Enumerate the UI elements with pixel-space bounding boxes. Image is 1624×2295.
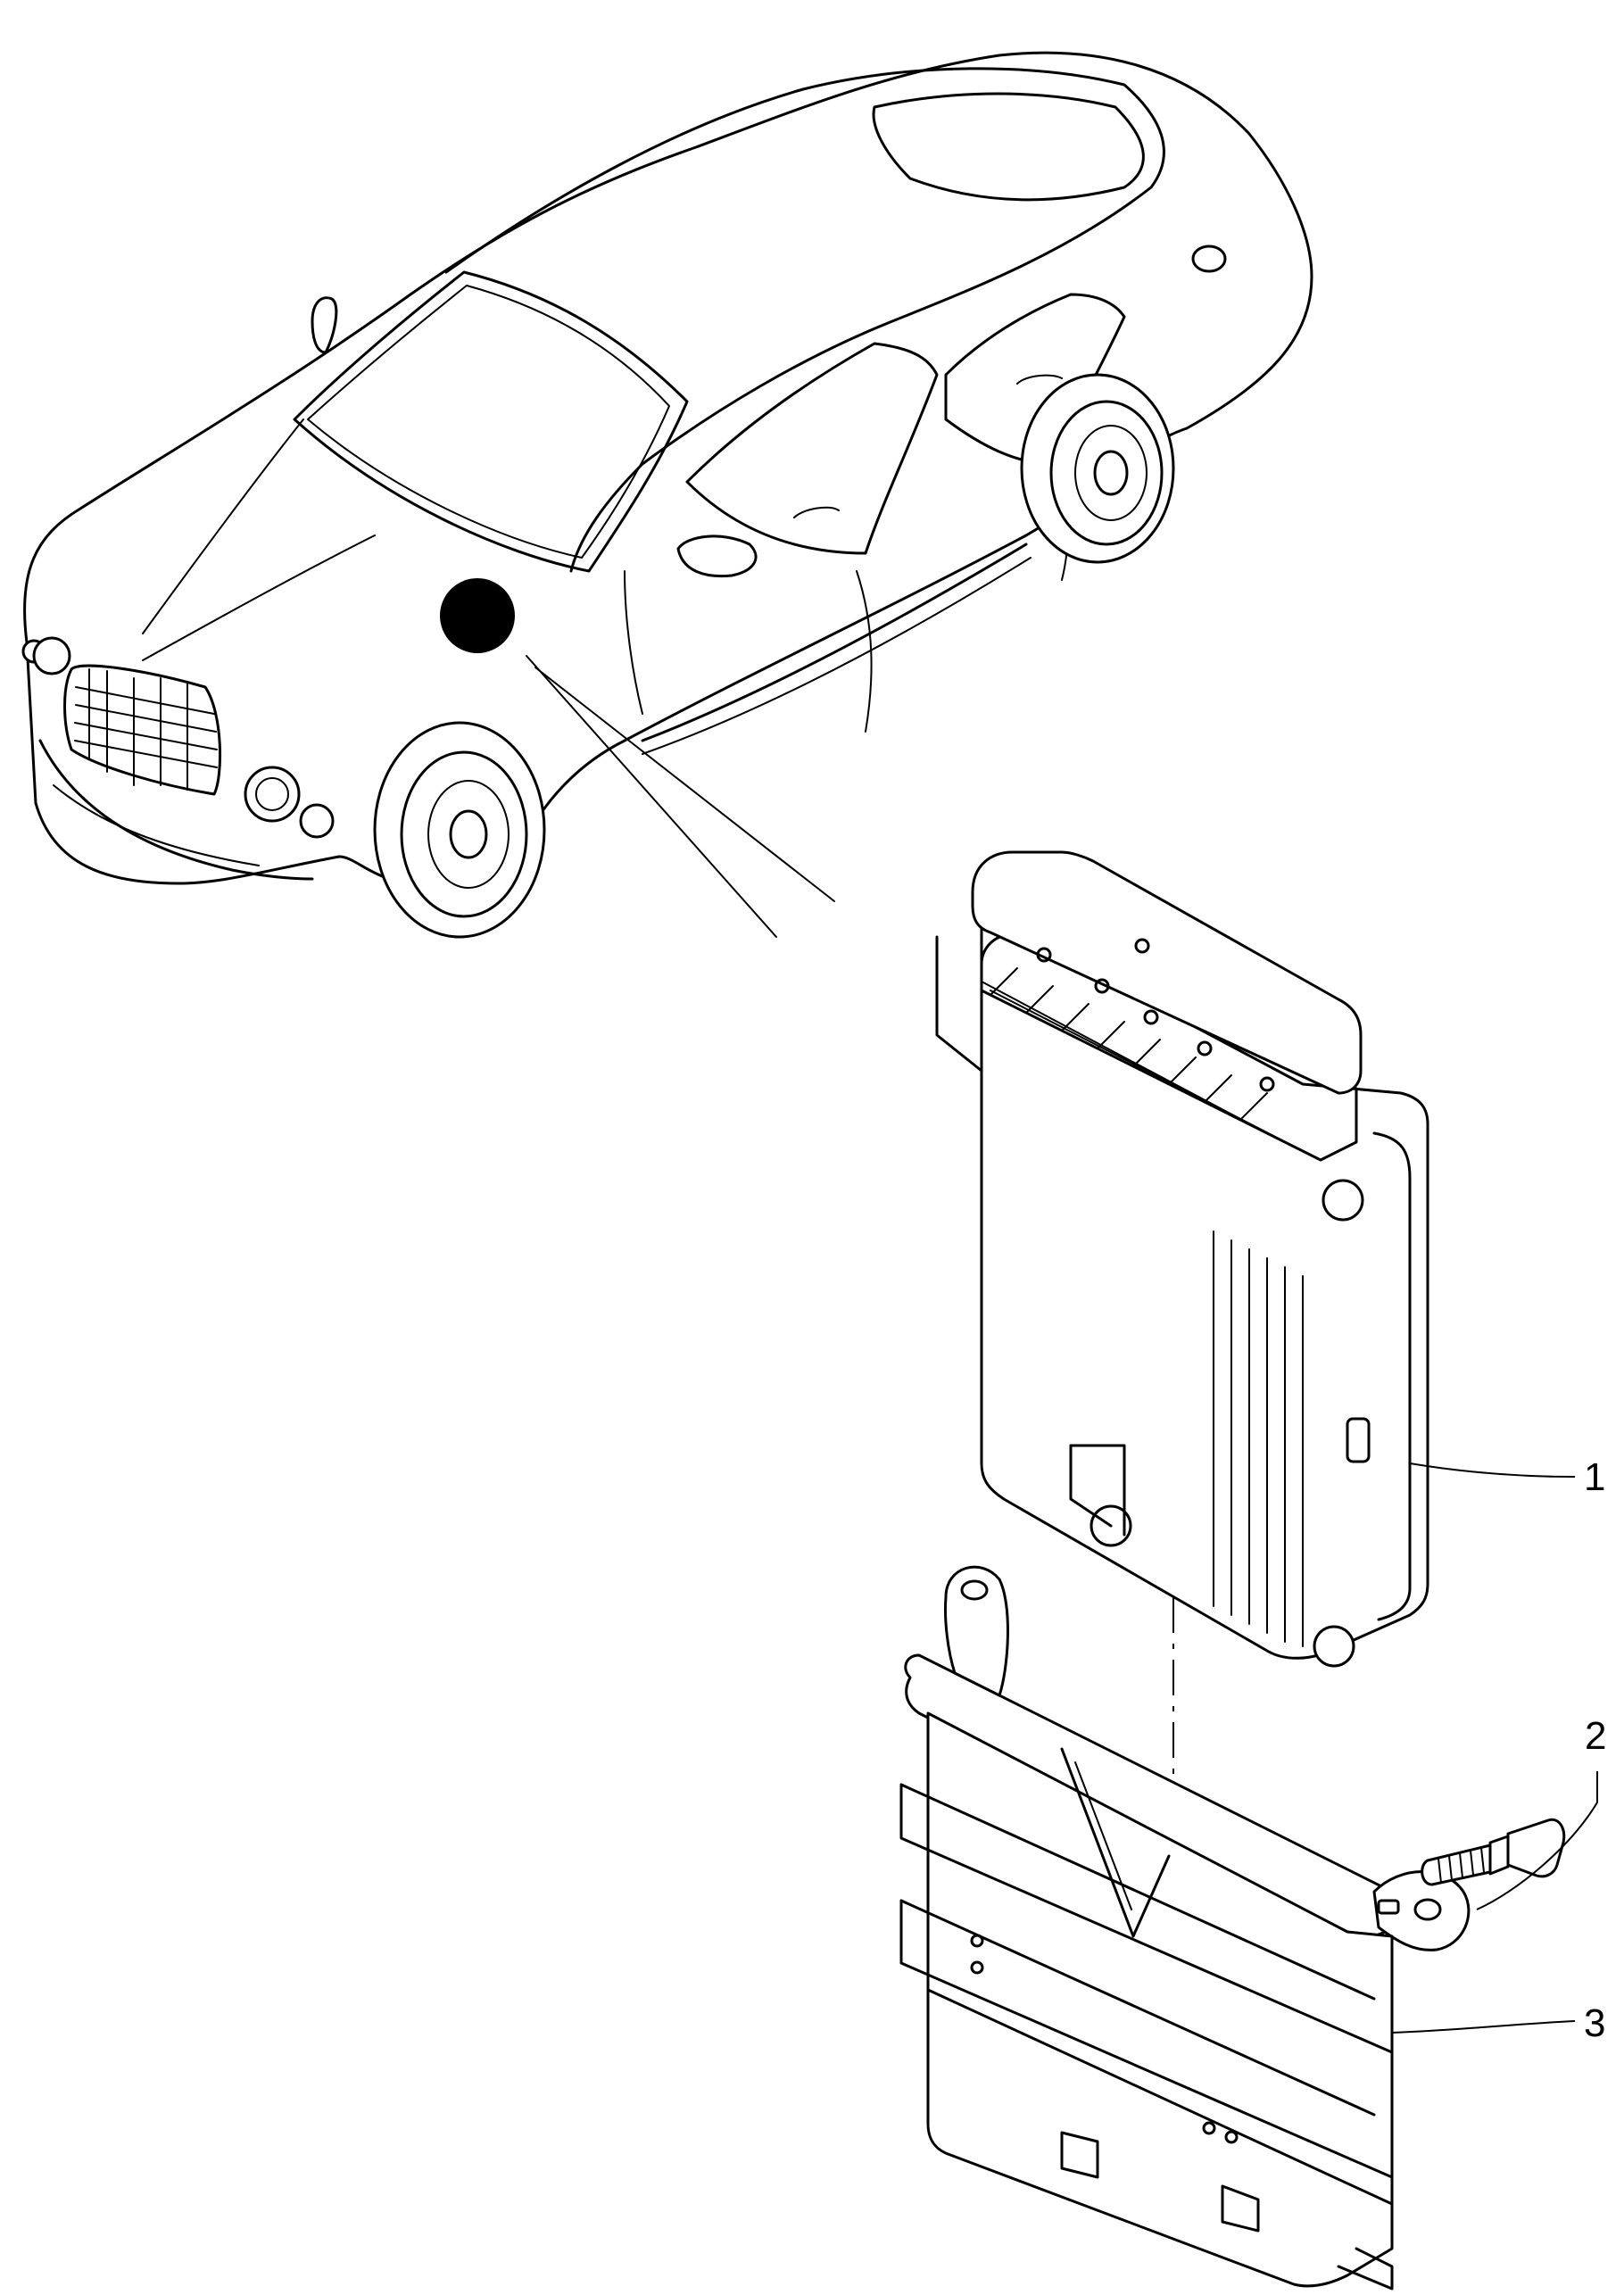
engine-control-unit: [935, 850, 1429, 1668]
callout-label-3: 3: [1584, 2001, 1605, 2045]
grille-mesh: [74, 668, 218, 791]
location-marker: [440, 578, 515, 653]
connector-pins: [1036, 938, 1275, 1092]
callout-label-2: 2: [1585, 1714, 1606, 1758]
callout-label-1: 1: [1584, 1455, 1605, 1499]
callout-3: 3: [1391, 2001, 1605, 2045]
connector-latch: [981, 967, 1268, 1134]
mounting-bracket: [899, 1565, 1471, 2291]
bolt-thread: [1438, 1847, 1485, 1884]
callout-1: 1: [1409, 1455, 1605, 1499]
front-wheel: [373, 721, 546, 939]
bolt: [1421, 1818, 1566, 1886]
heat-sink-fins: [1213, 1230, 1304, 1647]
rear-wheel: [1020, 373, 1175, 564]
vehicle-illustration: [21, 51, 1313, 939]
callout-2: 2: [1476, 1714, 1606, 1910]
